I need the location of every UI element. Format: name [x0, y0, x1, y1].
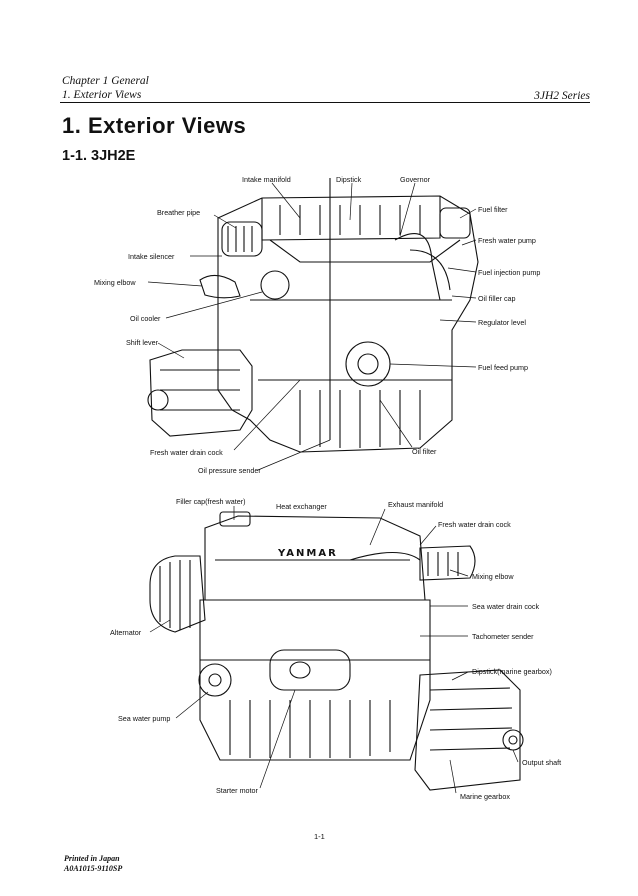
label-filler-cap: Filler cap(fresh water): [176, 497, 246, 506]
section-label: 1. Exterior Views: [62, 89, 142, 101]
page-title: 1. Exterior Views: [62, 113, 247, 138]
label-shift-lever: Shift lever: [126, 338, 158, 347]
label-oil-filler-cap: Oil filler cap: [478, 294, 516, 303]
page-number: 1-1: [314, 832, 325, 841]
label-sea-water-drain-cock: Sea water drain cock: [472, 602, 540, 611]
label-intake-silencer: Intake silencer: [128, 252, 175, 261]
label-fuel-injection-pump: Fuel injection pump: [478, 268, 541, 277]
section-subtitle: 1-1. 3JH2E: [62, 148, 136, 164]
printed-in: Printed in Japan: [64, 854, 120, 863]
label-marine-gearbox: Marine gearbox: [460, 792, 510, 801]
engine-3jh2e-drawing: [147, 178, 479, 453]
print-info: Printed in Japan A0A1015-9110SP: [64, 854, 122, 874]
label-heat-exchanger: Heat exchanger: [276, 502, 327, 511]
label-regulator-level: Regulator level: [478, 318, 526, 327]
label-oil-cooler: Oil cooler: [130, 314, 161, 323]
series-label: 3JH2 Series: [534, 90, 590, 102]
label-governor: Governor: [400, 175, 430, 184]
label-starter-motor: Starter motor: [216, 786, 258, 795]
header-rule: [60, 102, 590, 103]
label-fresh-water-drain-cock-2: Fresh water drain cock: [438, 520, 511, 529]
label-exhaust-manifold: Exhaust manifold: [388, 500, 444, 509]
label-dipstick: Dipstick: [336, 175, 362, 184]
label-alternator: Alternator: [110, 628, 142, 637]
document-code: A0A1015-9110SP: [64, 864, 123, 873]
label-mixing-elbow: Mixing elbow: [94, 278, 136, 287]
label-breather-pipe: Breather pipe: [157, 208, 201, 217]
label-dipstick-marine-gearbox: Dipstick(marine gearbox): [472, 667, 552, 676]
label-intake-manifold: Intake manifold: [242, 175, 291, 184]
label-fresh-water-drain-cock: Fresh water drain cock: [150, 448, 223, 457]
label-fresh-water-pump: Fresh water pump: [478, 236, 536, 245]
running-header: Chapter 1 General 1. Exterior Views: [62, 74, 149, 102]
engine-side-drawing: [149, 511, 524, 791]
chapter-label: Chapter 1 General: [62, 75, 149, 87]
leader-lines-figure2: [149, 506, 519, 794]
label-fuel-filter: Fuel filter: [478, 205, 508, 214]
label-output-shaft: Output shaft: [522, 758, 562, 767]
leader-lines-figure1: [147, 182, 477, 471]
label-sea-water-pump: Sea water pump: [118, 714, 171, 723]
label-tachometer-sender: Tachometer sender: [472, 632, 534, 641]
label-mixing-elbow-2: Mixing elbow: [472, 572, 514, 581]
label-fuel-feed-pump: Fuel feed pump: [478, 363, 528, 372]
label-oil-filter: Oil filter: [412, 447, 437, 456]
label-oil-pressure-sender: Oil pressure sender: [198, 466, 261, 475]
brand-logo-text: YANMAR: [278, 548, 338, 559]
